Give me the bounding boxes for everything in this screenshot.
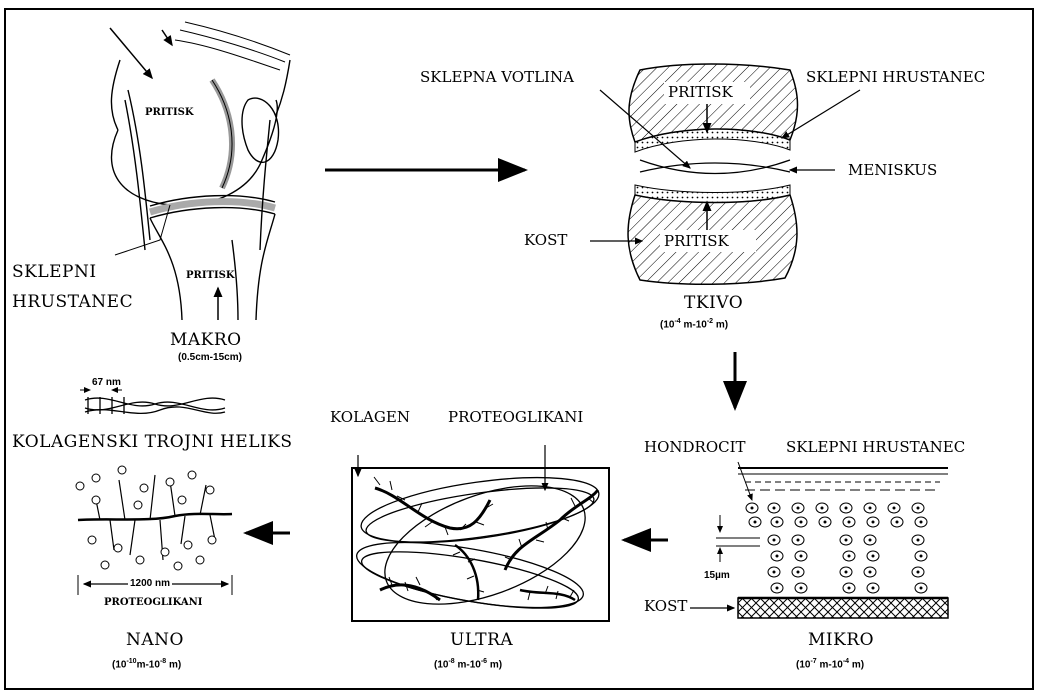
side-chain-dot bbox=[118, 466, 126, 474]
macro-title: MAKRO bbox=[170, 330, 242, 350]
chondrocyte-nucleus bbox=[754, 521, 757, 524]
chondrocyte-nucleus bbox=[869, 571, 872, 574]
chondrocyte-nucleus bbox=[776, 587, 779, 590]
tissue-pressure-top: PRITISK bbox=[668, 83, 733, 101]
side-chain-dot bbox=[174, 562, 182, 570]
side-chain-dot bbox=[196, 556, 204, 564]
nano-title: NANO bbox=[126, 630, 184, 650]
side-chain-dot bbox=[88, 536, 96, 544]
chondrocyte-nucleus bbox=[800, 587, 803, 590]
chondrocyte-nucleus bbox=[848, 555, 851, 558]
chondrocyte-nucleus bbox=[920, 521, 923, 524]
chondrocyte-nucleus bbox=[920, 555, 923, 558]
ultra-proteoglycans-label: PROTEOGLIKANI bbox=[448, 408, 583, 426]
nano-length-label: 1200 nm bbox=[128, 578, 172, 589]
nano-period-label: 67 nm bbox=[92, 377, 121, 388]
force-arrow-top-2 bbox=[162, 30, 172, 45]
micro-title: MIKRO bbox=[808, 630, 874, 650]
macro-pressure-top: PRITISK bbox=[145, 107, 194, 118]
side-chain-dot bbox=[101, 561, 109, 569]
side-chain-dot bbox=[184, 541, 192, 549]
ultra-collagen-label: KOLAGEN bbox=[330, 408, 410, 426]
macro-pressure-bottom: PRITISK bbox=[186, 270, 235, 281]
chondrocyte-nucleus bbox=[773, 539, 776, 542]
chondrocyte-nucleus bbox=[797, 507, 800, 510]
chondrocyte-nucleus bbox=[797, 571, 800, 574]
chondrocyte-nucleus bbox=[872, 587, 875, 590]
chondrocyte-nucleus bbox=[751, 507, 754, 510]
nano-scale: (10-10m-10-8 m) bbox=[112, 658, 181, 670]
macro-cartilage-label-line1: SKLEPNI bbox=[12, 262, 97, 282]
chondrocyte-nucleus bbox=[869, 507, 872, 510]
side-chain-dot bbox=[92, 474, 100, 482]
micro-cartilage-label: SKLEPNI HRUSTANEC bbox=[786, 438, 965, 456]
tissue-cartilage-label: SKLEPNI HRUSTANEC bbox=[806, 68, 985, 86]
side-chain-dot bbox=[134, 501, 142, 509]
chondrocyte-nucleus bbox=[917, 571, 920, 574]
side-chain-dot bbox=[76, 482, 84, 490]
nano-helix-label: KOLAGENSKI TROJNI HELIKS bbox=[12, 432, 293, 452]
chondrocyte-nucleus bbox=[893, 507, 896, 510]
chondrocyte-nucleus bbox=[776, 555, 779, 558]
side-chain-dot bbox=[140, 484, 148, 492]
ultra-title: ULTRA bbox=[450, 630, 513, 650]
chondrocyte-nucleus bbox=[821, 507, 824, 510]
side-chain-dot bbox=[208, 536, 216, 544]
side-chain-dot bbox=[136, 556, 144, 564]
chondrocyte-nucleus bbox=[872, 521, 875, 524]
chondrocyte-cells bbox=[746, 503, 927, 593]
chondrocyte-nucleus bbox=[872, 555, 875, 558]
ultra-scale: (10-8 m-10-6 m) bbox=[434, 658, 502, 670]
chondrocyte-nucleus bbox=[797, 539, 800, 542]
chondrocyte-nucleus bbox=[800, 521, 803, 524]
tissue-pressure-bottom: PRITISK bbox=[664, 232, 729, 250]
side-chain-dot bbox=[188, 471, 196, 479]
micro-chondrocyte-label: HONDROCIT bbox=[644, 438, 746, 456]
side-chain-dot bbox=[206, 486, 214, 494]
tissue-scale: (10-4 m-10-2 m) bbox=[660, 318, 728, 330]
chondrocyte-nucleus bbox=[773, 571, 776, 574]
chondrocyte-nucleus bbox=[845, 571, 848, 574]
chondrocyte-nucleus bbox=[845, 507, 848, 510]
side-chain-dot bbox=[166, 478, 174, 486]
chondrocyte-nucleus bbox=[896, 521, 899, 524]
macro-cartilage-label-line2: HRUSTANEC bbox=[12, 292, 133, 312]
side-chain-dot bbox=[161, 548, 169, 556]
chondrocyte-nucleus bbox=[773, 507, 776, 510]
tissue-title: TKIVO bbox=[684, 293, 743, 313]
side-chain-dot bbox=[178, 496, 186, 504]
chondrocyte-nucleus bbox=[824, 521, 827, 524]
nano-proteoglycans-label: PROTEOGLIKANI bbox=[104, 597, 202, 608]
triple-helix-drawing bbox=[85, 397, 225, 414]
chondrocyte-nucleus bbox=[920, 587, 923, 590]
micro-size-label: 15µm bbox=[704, 570, 730, 581]
side-chain-dot bbox=[114, 544, 122, 552]
micro-scale: (10-7 m-10-4 m) bbox=[796, 658, 864, 670]
chondrocyte-nucleus bbox=[845, 539, 848, 542]
tissue-meniscus-label: MENISKUS bbox=[848, 161, 937, 179]
chondrocyte-nucleus bbox=[917, 539, 920, 542]
side-chain-dot bbox=[92, 496, 100, 504]
chondrocyte-nucleus bbox=[800, 555, 803, 558]
chondrocyte-nucleus bbox=[848, 587, 851, 590]
tissue-joint-cavity-label: SKLEPNA VOTLINA bbox=[420, 68, 574, 86]
macro-scale: (0.5cm-15cm) bbox=[178, 352, 242, 363]
chondrocyte-nucleus bbox=[917, 507, 920, 510]
chondrocyte-nucleus bbox=[848, 521, 851, 524]
tissue-bone-label: KOST bbox=[524, 231, 567, 249]
chondrocyte-nucleus bbox=[776, 521, 779, 524]
micro-bone-label: KOST bbox=[644, 597, 687, 615]
chondrocyte-nucleus bbox=[869, 539, 872, 542]
